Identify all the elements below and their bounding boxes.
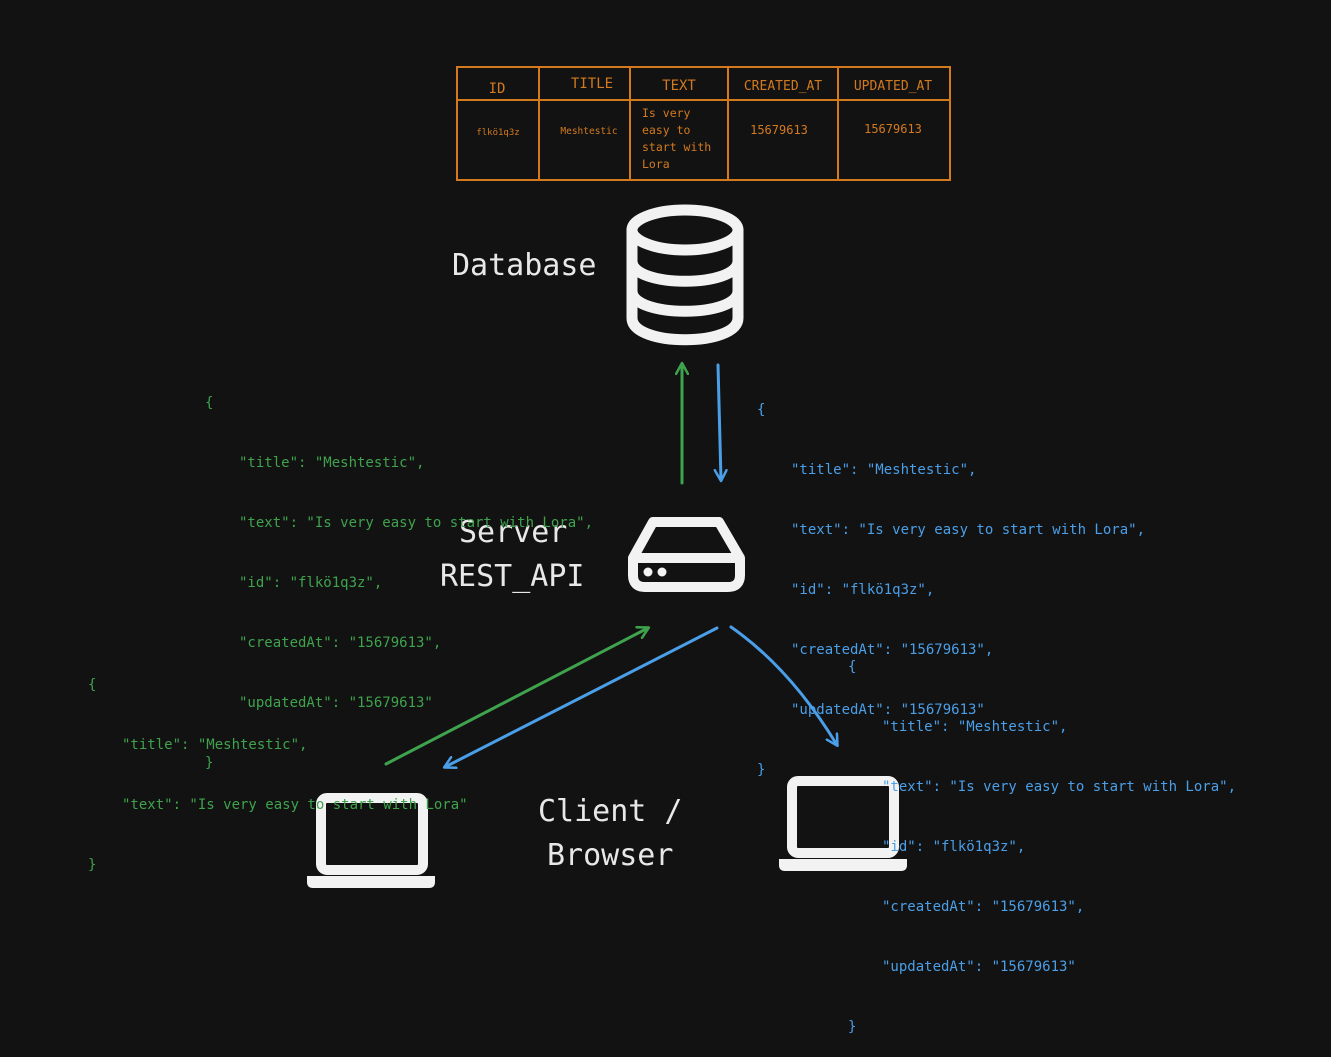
json-line: "createdAt": "15679613", <box>791 642 994 658</box>
json-line: "updatedAt": "15679613" <box>791 702 985 718</box>
json-line: "updatedAt": "15679613" <box>882 959 1076 975</box>
json-brace-open: { <box>88 677 97 693</box>
json-line: "title": "Meshtestic", <box>239 455 425 471</box>
json-line: "text": "Is very easy to start with Lora… <box>239 515 594 531</box>
json-line: "text": "Is very easy to start with Lora… <box>882 779 1237 795</box>
arrow-client-to-server <box>384 628 648 766</box>
json-line: "text": "Is very easy to start with Lora… <box>122 797 468 813</box>
browser-label: Browser <box>547 838 674 873</box>
laptop-icon <box>779 776 907 871</box>
database-table: ID TITLE TEXT CREATED_AT UPDATED_AT flkö… <box>456 66 951 181</box>
arrow-database-to-server <box>718 363 721 480</box>
laptop-icon <box>307 793 435 888</box>
json-brace-close: } <box>757 762 766 778</box>
json-brace-close: } <box>848 1019 857 1035</box>
table-cell-created-at: 15679613 <box>750 123 808 137</box>
json-line: "id": "flkö1q3z", <box>239 575 383 591</box>
json-line: "title": "Meshtestic", <box>791 462 977 478</box>
json-brace-open: { <box>848 659 857 675</box>
json-request-to-database: { "title": "Meshtestic", "text": "Is ver… <box>205 353 593 793</box>
table-cell-updated-at: 15679613 <box>864 122 922 136</box>
server-label: Server <box>459 515 568 550</box>
table-header-id: ID <box>489 81 506 97</box>
json-brace-open: { <box>757 402 766 418</box>
architecture-diagram: ID TITLE TEXT CREATED_AT UPDATED_AT flkö… <box>307 66 951 888</box>
json-line: "id": "flkö1q3z", <box>882 839 1026 855</box>
table-header-created-at: CREATED_AT <box>744 79 822 94</box>
client-label: Client / <box>538 794 683 829</box>
json-brace-open: { <box>205 395 214 411</box>
json-brace-close: } <box>205 755 214 771</box>
json-response-from-database: { "title": "Meshtestic", "text": "Is ver… <box>757 360 1145 800</box>
table-header-title: TITLE <box>571 76 613 92</box>
server-icon <box>628 517 745 592</box>
database-label: Database <box>452 248 597 283</box>
table-cell-text-line: Is very <box>642 106 691 120</box>
json-line: "title": "Meshtestic", <box>122 737 308 753</box>
arrow-server-to-client <box>445 626 719 767</box>
json-line: "text": "Is very easy to start with Lora… <box>791 522 1146 538</box>
table-cell-text-line: Lora <box>642 157 670 171</box>
json-line: "id": "flkö1q3z", <box>791 582 935 598</box>
json-line: "createdAt": "15679613", <box>882 899 1085 915</box>
json-line: "createdAt": "15679613", <box>239 635 442 651</box>
json-line: "updatedAt": "15679613" <box>239 695 433 711</box>
json-request-from-client: { "title": "Meshtestic", "text": "Is ver… <box>88 635 468 895</box>
table-cell-text-line: start with <box>642 140 711 154</box>
rest-api-label: REST_API <box>440 559 585 594</box>
table-header-text: TEXT <box>662 78 696 94</box>
json-brace-close: } <box>88 857 97 873</box>
arrow-server-to-second-client <box>729 625 837 745</box>
table-cell-id: flkö1q3z <box>476 128 519 138</box>
json-response-to-client: { "title": "Meshtestic", "text": "Is ver… <box>848 617 1236 1057</box>
table-cell-text-line: easy to <box>642 123 691 137</box>
table-cell-title: Meshtestic <box>560 126 617 137</box>
table-header-updated-at: UPDATED_AT <box>854 79 932 94</box>
database-icon <box>626 204 744 346</box>
json-line: "title": "Meshtestic", <box>882 719 1068 735</box>
